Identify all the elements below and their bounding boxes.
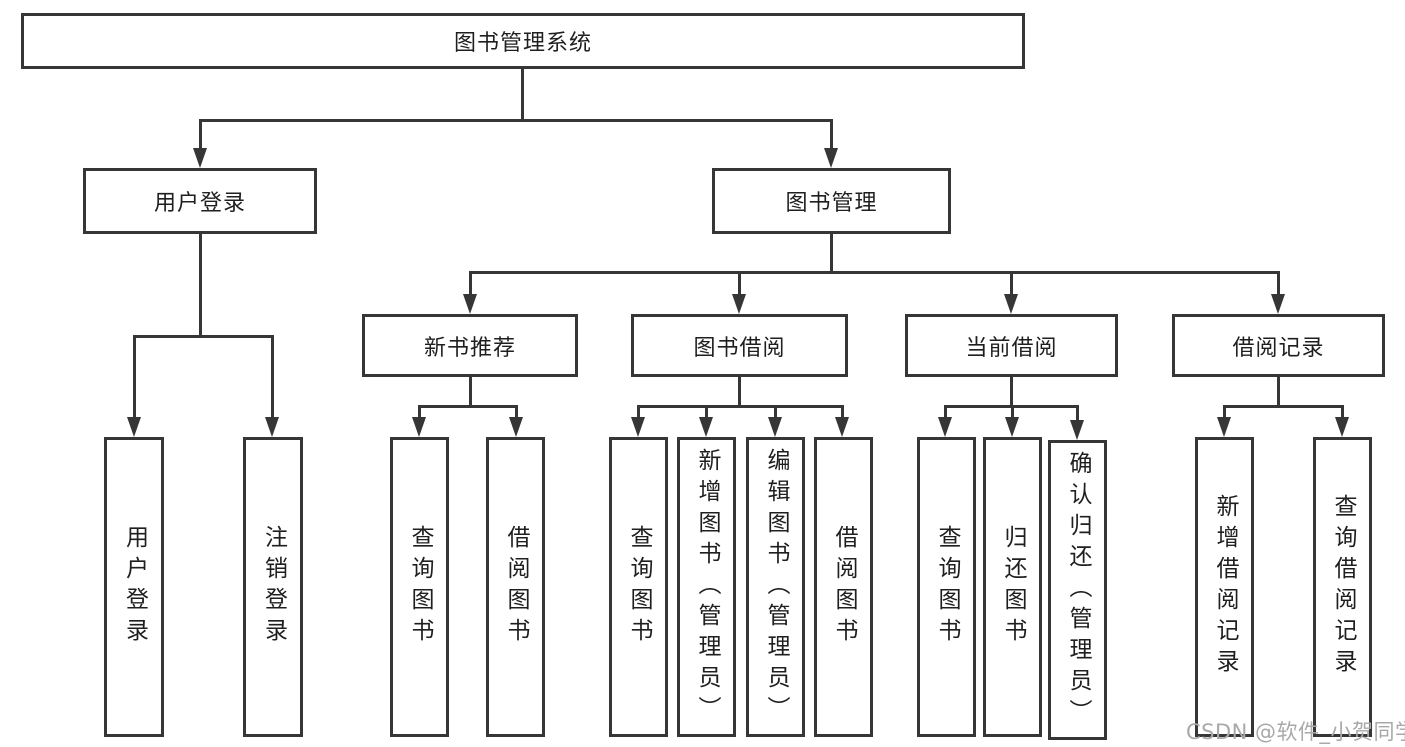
leaf-add-borrow-record: 新增借阅记录 <box>1195 437 1254 737</box>
connector-line <box>944 405 947 420</box>
arrowhead-icon <box>938 417 952 437</box>
leaf-user-login: 用户登录 <box>104 437 164 737</box>
connector-line <box>418 405 518 408</box>
node-root: 图书管理系统 <box>21 13 1025 69</box>
csdn-watermark: CSDN @软件_小贺同学 <box>1186 720 1405 744</box>
arrowhead-icon <box>631 417 645 437</box>
arrowhead-icon <box>193 148 207 168</box>
connector-line <box>774 405 777 420</box>
leaf-logout: 注销登录 <box>243 437 303 737</box>
connector-line <box>1277 377 1280 408</box>
arrowhead-icon <box>1271 294 1285 314</box>
arrowhead-icon <box>1217 417 1231 437</box>
node-borrow-record: 借阅记录 <box>1172 314 1385 377</box>
node-new-book-recommend: 新书推荐 <box>362 314 578 377</box>
connector-line <box>637 405 640 420</box>
connector-line <box>418 405 421 420</box>
arrowhead-icon <box>1005 417 1019 437</box>
leaf-borrow-book-b: 借阅图书 <box>814 437 873 737</box>
connector-line <box>705 405 708 420</box>
connector-line <box>199 234 202 338</box>
connector-line <box>1223 405 1343 408</box>
node-current-borrow: 当前借阅 <box>905 314 1118 377</box>
connector-line <box>469 377 472 408</box>
connector-line <box>1341 405 1344 420</box>
leaf-edit-book-admin: 编辑图书（管理员） <box>746 437 805 737</box>
node-book-management: 图书管理 <box>712 168 951 234</box>
connector-line <box>199 119 202 151</box>
leaf-query-book-c: 查询图书 <box>917 437 976 737</box>
connector-line <box>1010 377 1013 408</box>
connector-line <box>1076 405 1079 423</box>
connector-line <box>738 377 741 408</box>
leaf-borrow-book-a: 借阅图书 <box>486 437 545 737</box>
connector-line <box>1223 405 1226 420</box>
arrowhead-icon <box>265 417 279 437</box>
connector-line <box>1010 271 1013 297</box>
connector-line <box>1011 405 1014 420</box>
connector-line <box>133 335 136 420</box>
leaf-return-book: 归还图书 <box>983 437 1042 737</box>
connector-line <box>469 271 1280 274</box>
arrowhead-icon <box>463 294 477 314</box>
node-user-login: 用户登录 <box>83 168 317 234</box>
arrowhead-icon <box>1335 417 1349 437</box>
connector-line <box>830 119 833 151</box>
connector-line <box>469 271 472 297</box>
leaf-query-borrow-record: 查询借阅记录 <box>1313 437 1372 737</box>
arrowhead-icon <box>1004 294 1018 314</box>
connector-line <box>738 271 741 297</box>
node-book-borrow: 图书借阅 <box>631 314 848 377</box>
connector-line <box>515 405 518 420</box>
arrowhead-icon <box>127 417 141 437</box>
arrowhead-icon <box>509 417 523 437</box>
leaf-add-book-admin: 新增图书（管理员） <box>677 437 736 737</box>
leaf-query-book-a: 查询图书 <box>390 437 449 737</box>
connector-line <box>271 335 274 420</box>
arrowhead-icon <box>412 417 426 437</box>
leaf-query-book-b: 查询图书 <box>609 437 668 737</box>
arrowhead-icon <box>699 417 713 437</box>
connector-line <box>637 405 844 408</box>
connector-line <box>521 69 524 122</box>
arrowhead-icon <box>768 417 782 437</box>
leaf-confirm-return-admin: 确认归还（管理员） <box>1048 440 1107 740</box>
connector-line <box>1277 271 1280 297</box>
connector-line <box>841 405 844 420</box>
arrowhead-icon <box>732 294 746 314</box>
arrowhead-icon <box>1070 420 1084 440</box>
arrowhead-icon <box>835 417 849 437</box>
connector-line <box>830 234 833 274</box>
connector-line <box>133 335 274 338</box>
connector-line <box>199 119 833 122</box>
arrowhead-icon <box>824 148 838 168</box>
